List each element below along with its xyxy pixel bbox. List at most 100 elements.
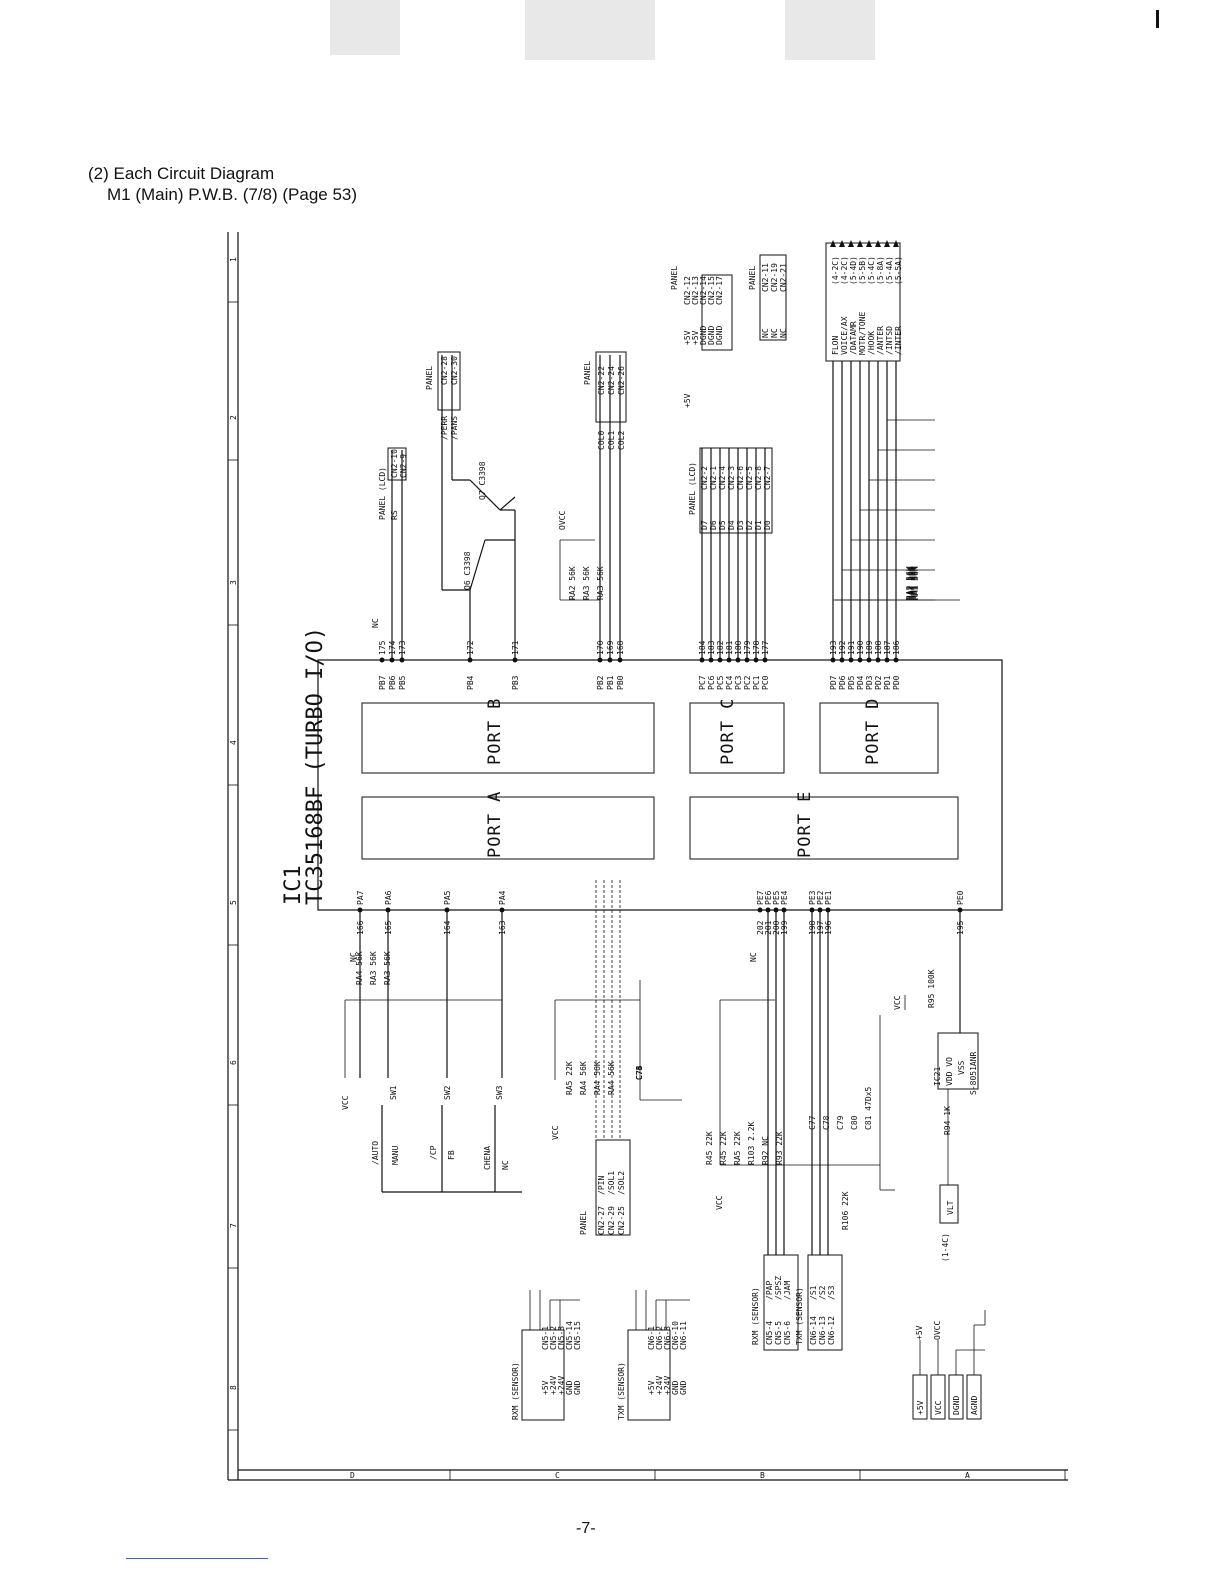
txm-pin-label: CN6-11 xyxy=(679,1321,688,1350)
perr-conn-label: /PANS xyxy=(450,416,459,440)
pc-pin-name: PC5 xyxy=(716,675,725,690)
txm-pin-label: CN6-2 xyxy=(655,1326,664,1350)
port-b-box xyxy=(361,702,655,774)
pe-nc-label: NC xyxy=(749,952,758,962)
col-pin-label: CN2-22 xyxy=(597,366,606,395)
grid-number: 1 xyxy=(229,257,238,262)
r-e-label: RA5 22K xyxy=(733,1131,742,1165)
d-pin-label: CN2-2 xyxy=(700,466,709,490)
rxm-sig-pin-label: CN5-5 xyxy=(774,1321,783,1345)
q7-label: Q7 C3398 xyxy=(478,461,487,500)
d-conn-label: D3 xyxy=(736,520,745,530)
txm-sig-conn-label: /S3 xyxy=(827,1285,836,1300)
txm-conn-label: +24V xyxy=(663,1376,672,1395)
col-conn-label: COL2 xyxy=(617,431,626,450)
panel-bottom-pin-label: CN2-27 xyxy=(597,1206,606,1235)
grid-number: 4 xyxy=(229,740,238,745)
pd-pin-name: PD5 xyxy=(847,675,856,690)
pwr-conn-label: +5V xyxy=(683,330,692,345)
pb-pin-dot xyxy=(379,657,385,663)
sig-ref-label: (4-2C) xyxy=(831,256,840,285)
r-e-label: R93 22K xyxy=(775,1131,784,1165)
d-pin-label: CN2-3 xyxy=(727,466,736,490)
txm-sig-connector xyxy=(807,1254,843,1351)
sw-auto-label: /AUTO xyxy=(371,1141,380,1165)
power-out-connectors xyxy=(912,1310,986,1420)
panel-bottom-pin-label: CN2-25 xyxy=(617,1206,626,1235)
pa-nc-label: NC xyxy=(349,952,358,962)
d-pin-label: CN2-7 xyxy=(763,466,772,490)
txm-sig-pin-label: CN6-14 xyxy=(809,1316,818,1345)
txm-sig-pin-label: CN6-12 xyxy=(827,1316,836,1345)
pe-pin-name: PE0 xyxy=(956,890,965,905)
pe-pin-name: PE2 xyxy=(816,890,825,905)
grid-number: 8 xyxy=(229,1385,238,1390)
d-pin-label: CN2-1 xyxy=(709,466,718,490)
pb-pin-name: PB7 xyxy=(378,675,387,690)
d-pin-label: CN2-8 xyxy=(754,466,763,490)
r-mid-label: RA4 56K xyxy=(593,1061,602,1095)
panel-lcd-label-1: PANEL (LCD) xyxy=(378,467,387,520)
sig-conn-label: /INTSD xyxy=(885,326,894,355)
cap-label: C74 xyxy=(635,1065,644,1080)
pe-pin-name: PE1 xyxy=(824,890,833,905)
pb-pin-name: PB3 xyxy=(511,675,520,690)
panel-label-5: PANEL xyxy=(579,1211,588,1235)
pa-pin-name: PA4 xyxy=(498,890,507,905)
d-pin-label: CN2-4 xyxy=(718,466,727,490)
panel-bottom-conn-label: /SOL2 xyxy=(617,1171,626,1195)
grid-number: 5 xyxy=(229,900,238,905)
port-e-wiring: VCC RXM (SENSOR) TXM (SENSOR) R106 22K xyxy=(715,910,895,1351)
pe-pin-name: PE6 xyxy=(764,890,773,905)
pwr-out-label: VCC xyxy=(934,1400,943,1415)
ic21-circuit: IC21 VDD VO VSS S-8051ANR VCC R95 100K V… xyxy=(893,910,979,1262)
sig-ref-label: (5-4C) xyxy=(867,256,876,285)
pwr-out-label: AGND xyxy=(970,1396,979,1415)
pa-pin-name: PA5 xyxy=(443,890,452,905)
rxm-conn-label: GND xyxy=(573,1380,582,1395)
rxm-conn-label: GND xyxy=(565,1380,574,1395)
sig-conn-label: VOICE/AX xyxy=(840,316,849,355)
pwr-pin-label: CN2-17 xyxy=(715,276,724,305)
sig-conn-label: MOTR/TONE xyxy=(858,311,867,355)
cap-label: C73 xyxy=(635,1065,644,1080)
panel-bottom-conn-label: /PIN xyxy=(597,1176,606,1195)
nc-conn-label: NC xyxy=(761,328,770,338)
ic21-pins: VDD VO xyxy=(945,1057,954,1086)
r-a-label: RA3 56K xyxy=(369,951,378,985)
sw-cp-label: /CP xyxy=(429,1145,438,1160)
grid-number: 2 xyxy=(229,415,238,420)
diagram-subtitle: M1 (Main) P.W.B. (7/8) (Page 53) xyxy=(107,185,358,204)
panel-label-2: PANEL xyxy=(583,361,592,385)
page-number: -7- xyxy=(576,1520,596,1537)
r-a-label: RA4 56K xyxy=(355,951,364,985)
sig-conn-label: /INTER xyxy=(894,326,903,355)
nc-pin-label: CN2-19 xyxy=(770,263,779,292)
grid-number: 7 xyxy=(229,1223,238,1228)
pd-pin-name: PD7 xyxy=(829,675,838,690)
nc-connector xyxy=(759,254,787,341)
pa-pin-name: PA6 xyxy=(384,890,393,905)
port-c-wiring: PANEL (LCD) PANEL +5V PANEL xyxy=(670,254,787,660)
port-a-box xyxy=(361,796,655,860)
port-e-box xyxy=(689,796,959,860)
panel-lcd-label-2: PANEL (LCD) xyxy=(688,462,697,515)
txm-conn-label: GND xyxy=(679,1380,688,1395)
d-conn-label: D6 xyxy=(709,520,718,530)
pc-pin-name: PC0 xyxy=(761,675,770,690)
rs-connector xyxy=(387,447,407,481)
grid-letter: C xyxy=(555,1471,560,1480)
txm-sig-pin-label: CN6-13 xyxy=(818,1316,827,1345)
panel-label-3: PANEL xyxy=(670,266,679,290)
panel-bottom-conn-label: /SOL1 xyxy=(607,1171,616,1195)
r-top-label: RA3 56K xyxy=(596,566,605,600)
vcc-label-a: VCC xyxy=(341,1095,350,1110)
d-conn-label: D0 xyxy=(763,520,772,530)
pe-pin-dot xyxy=(757,907,763,913)
ic21-outline xyxy=(937,1032,979,1090)
txm-conn-label: +24V xyxy=(655,1376,664,1395)
r-e-label: R45 22K xyxy=(719,1131,728,1165)
d-conn-label: D2 xyxy=(745,520,754,530)
pwr-conn-label: +5V xyxy=(691,330,700,345)
col-conn-label: COL0 xyxy=(597,431,606,450)
